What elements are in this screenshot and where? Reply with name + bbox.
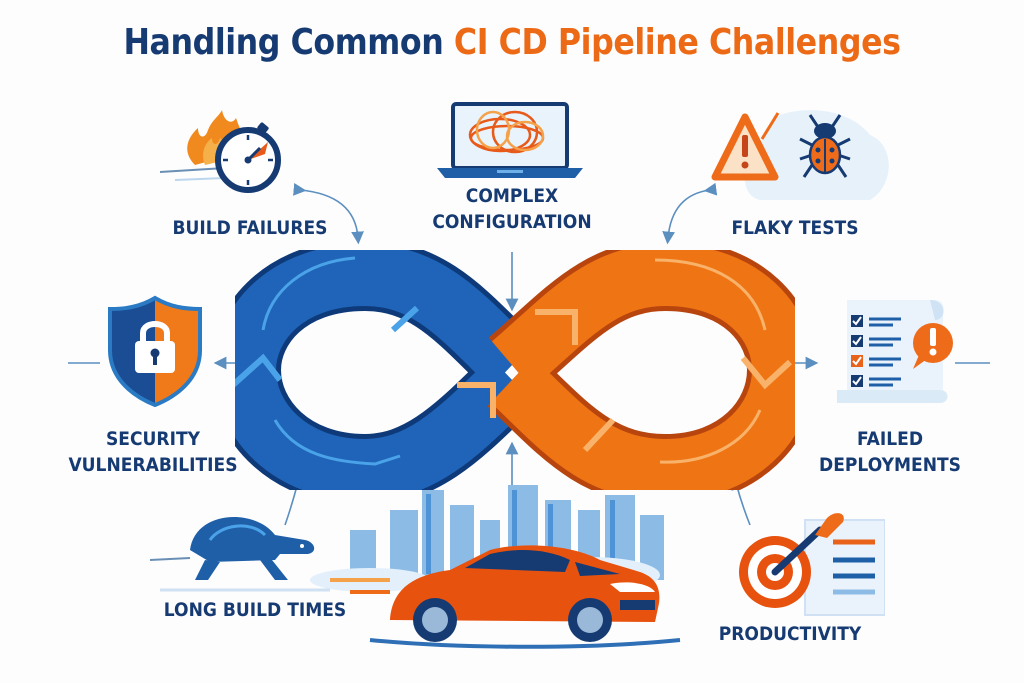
- label-security-vulnerabilities: SECURITY VULNERABILITIES: [68, 428, 238, 476]
- laptop-tangled-lines-icon: [435, 100, 585, 180]
- label-failed-deployments: FAILED DEPLOYMENTS: [818, 428, 962, 476]
- checklist-alert-icon: [835, 295, 965, 410]
- target-dart-icon: [715, 500, 885, 620]
- label-build-failures: BUILD FAILURES: [172, 217, 328, 239]
- label-flaky-tests: FLAKY TESTS: [731, 217, 859, 239]
- warning-and-bug-icon: [700, 105, 900, 205]
- label-productivity: PRODUCTIVITY: [718, 623, 862, 645]
- shield-padlock-icon: [105, 295, 205, 410]
- infinity-loop-icon: [235, 250, 795, 490]
- turtle-and-sports-car-icon: [150, 480, 710, 650]
- label-long-build-times: LONG BUILD TIMES: [163, 599, 347, 621]
- stopwatch-on-fire-icon: [150, 110, 290, 200]
- label-complex-configuration: COMPLEX CONFIGURATION: [432, 185, 592, 233]
- title-part-1: Handling Common: [123, 22, 444, 63]
- title-part-2: CI CD Pipeline Challenges: [453, 22, 901, 63]
- page-title: Handling Common CI CD Pipeline Challenge…: [61, 22, 962, 63]
